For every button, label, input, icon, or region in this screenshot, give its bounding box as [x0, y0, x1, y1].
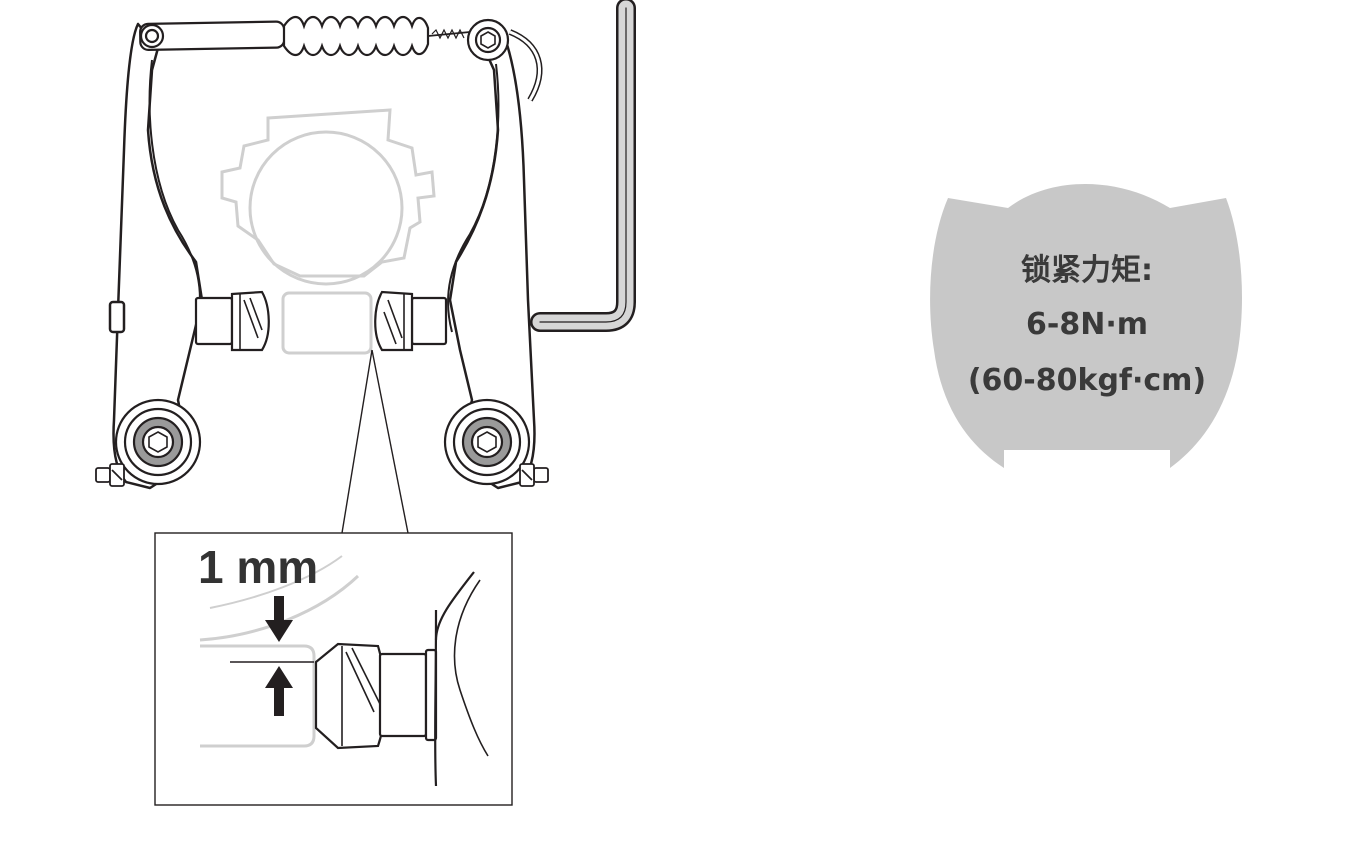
up-arrow-icon: [265, 666, 293, 716]
right-brake-shoe: [374, 290, 448, 352]
brake-boss-ghost: [220, 108, 436, 355]
detail-inset: 1 mm: [154, 532, 513, 806]
torque-value-nm: 6-8N·m: [1026, 307, 1148, 342]
right-spring-screw: [519, 463, 549, 487]
left-spring-screw: [95, 463, 125, 487]
cable-noodle: [139, 15, 471, 57]
right-pivot-bolt: [443, 398, 531, 486]
left-brake-arm: [108, 22, 204, 490]
torque-label: 锁紧力矩:: [1021, 253, 1153, 288]
torque-spec-badge: 锁紧力矩: 6-8N·m (60-80kgf·cm): [930, 184, 1242, 468]
hex-key-tool: [530, 0, 636, 332]
torque-value-kgfcm: (60-80kgf·cm): [968, 363, 1206, 398]
cable-anchor-bolt: [466, 18, 543, 102]
left-brake-shoe: [194, 290, 270, 352]
callout-leader: [341, 349, 409, 534]
gap-dimension-label: 1 mm: [198, 541, 318, 593]
left-pivot-bolt: [114, 398, 202, 486]
down-arrow-icon: [265, 596, 293, 642]
